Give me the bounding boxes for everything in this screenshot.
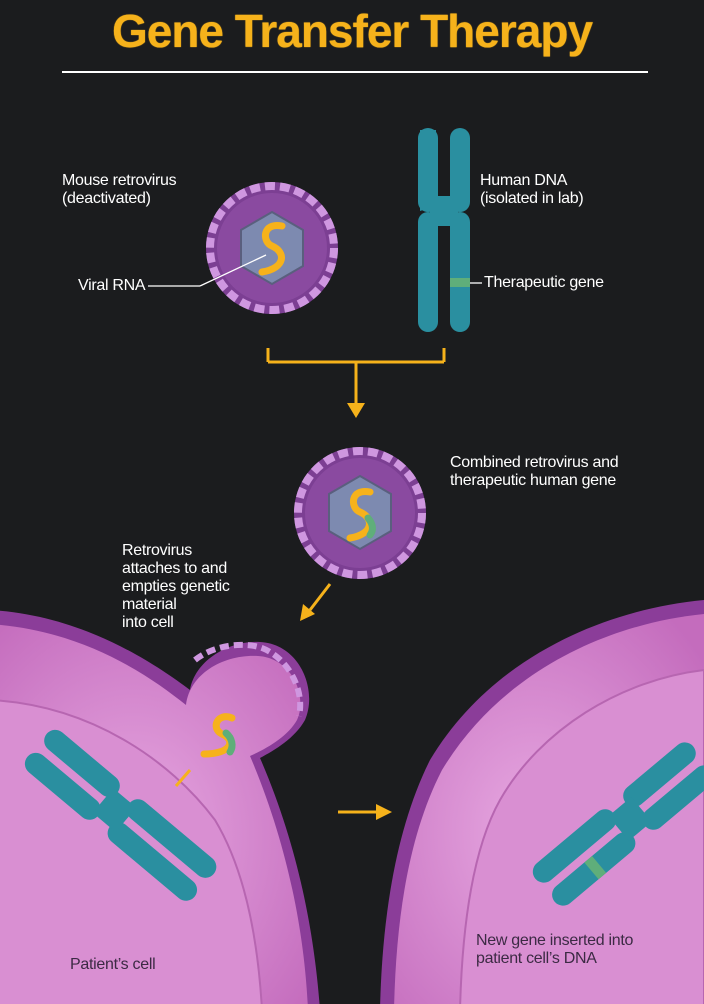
- label-line: material: [122, 596, 177, 613]
- modified-chromosome: [532, 742, 704, 906]
- patient-chromosome: [24, 729, 217, 901]
- inserted-rna: [200, 713, 236, 758]
- therapeutic-gene-band: [450, 278, 470, 287]
- label-line: empties genetic: [122, 578, 230, 595]
- viral-rna: [258, 222, 286, 276]
- label-new-gene: New gene inserted into patient cell’s DN…: [476, 932, 633, 968]
- label-patients-cell: Patient’s cell: [70, 956, 156, 973]
- label-line: Human DNA: [480, 172, 568, 189]
- label-line: therapeutic human gene: [450, 472, 616, 489]
- attach-arrow-shaft: [308, 583, 332, 611]
- diagram-title: Gene Transfer Therapy: [111, 5, 593, 57]
- label-line: (deactivated): [62, 190, 151, 207]
- label-human-dna: Human DNA (isolated in lab): [480, 172, 584, 208]
- label-therapeutic-gene: Therapeutic gene: [484, 274, 604, 291]
- inserted-gene-band: [584, 856, 607, 880]
- label-attaches: Retrovirus attaches to and empties genet…: [122, 542, 230, 632]
- rna-arrow: [174, 769, 192, 787]
- label-line: (isolated in lab): [480, 190, 584, 207]
- label-line: patient cell’s DNA: [476, 950, 597, 967]
- label-line: attaches to and: [122, 560, 227, 577]
- label-viral-rna: Viral RNA: [78, 277, 146, 294]
- combined-retrovirus: [294, 447, 426, 579]
- patients-cell: [0, 610, 320, 1004]
- combine-arrow: [266, 348, 446, 406]
- label-line: Combined retrovirus and: [450, 454, 619, 471]
- label-combined: Combined retrovirus and therapeutic huma…: [450, 454, 619, 490]
- transition-arrowhead: [376, 804, 392, 820]
- label-line: New gene inserted into: [476, 932, 634, 949]
- label-line: into cell: [122, 614, 174, 631]
- viral-rna-pointer-diag: [199, 254, 267, 287]
- mouse-retrovirus: [206, 182, 338, 314]
- label-line: Retrovirus: [122, 542, 192, 559]
- attach-arrowhead: [300, 604, 315, 621]
- label-mouse-retrovirus: Mouse retrovirus (deactivated): [62, 172, 177, 208]
- combine-arrowhead: [347, 403, 365, 418]
- label-line: Mouse retrovirus: [62, 172, 177, 189]
- human-chromosome: [418, 128, 470, 332]
